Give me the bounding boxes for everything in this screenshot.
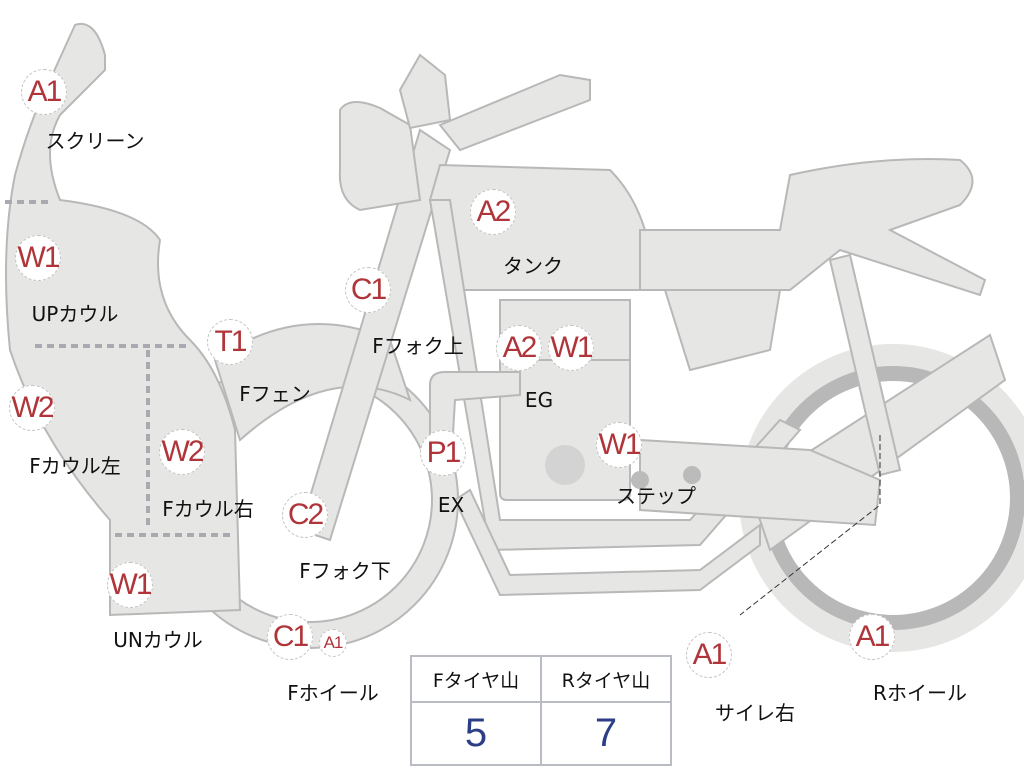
damage-badge[interactable]: P1 [420, 430, 466, 476]
part-label: Fフォク下 [299, 559, 391, 583]
part-label: EX [437, 493, 465, 517]
part-label: スクリーン [45, 129, 145, 153]
damage-badge-small[interactable]: A1 [319, 629, 347, 657]
damage-badge[interactable]: W1 [596, 422, 642, 468]
damage-badge[interactable]: T1 [207, 319, 253, 365]
damage-badge[interactable]: A1 [849, 614, 895, 660]
part-label: タンク [503, 254, 563, 278]
damage-badge[interactable]: A2 [470, 189, 516, 235]
front-tire-header: Fタイヤ山 [410, 655, 542, 703]
part-label: UNカウル [113, 628, 203, 652]
part-label: EG [524, 388, 554, 412]
damage-badge[interactable]: A1 [686, 632, 732, 678]
part-label: ステップ [616, 484, 696, 508]
rear-tire-value: 7 [540, 701, 672, 766]
seat [639, 158, 987, 297]
damage-badge[interactable]: C1 [345, 267, 391, 313]
part-label: UPカウル [31, 302, 119, 326]
part-label: Fフェン [239, 382, 311, 406]
part-label: Fフォク上 [372, 334, 464, 358]
damage-badge[interactable]: C1 [267, 614, 313, 660]
damage-badge[interactable]: A2 [496, 325, 542, 371]
part-label: Fカウル左 [29, 454, 121, 478]
exhaust [429, 371, 521, 451]
damage-badge[interactable]: W2 [159, 429, 205, 475]
rear-tire-header: Rタイヤ山 [540, 655, 672, 703]
damage-badge[interactable]: W2 [9, 385, 55, 431]
tire-tread-table: Fタイヤ山 Rタイヤ山 5 7 [410, 655, 672, 766]
frame [428, 199, 802, 552]
part-label: Fホイール [287, 681, 379, 705]
part-label: サイレ右 [715, 701, 795, 725]
front-tire-value: 5 [410, 701, 542, 766]
part-label: Fカウル右 [162, 497, 254, 521]
part-label: Rホイール [873, 681, 967, 705]
front-fork [298, 128, 452, 542]
damage-badge[interactable]: A1 [21, 69, 67, 115]
damage-badge[interactable]: W1 [15, 235, 61, 281]
damage-badge[interactable]: C2 [282, 492, 328, 538]
damage-badge[interactable]: W1 [548, 325, 594, 371]
damage-badge[interactable]: W1 [107, 562, 153, 608]
